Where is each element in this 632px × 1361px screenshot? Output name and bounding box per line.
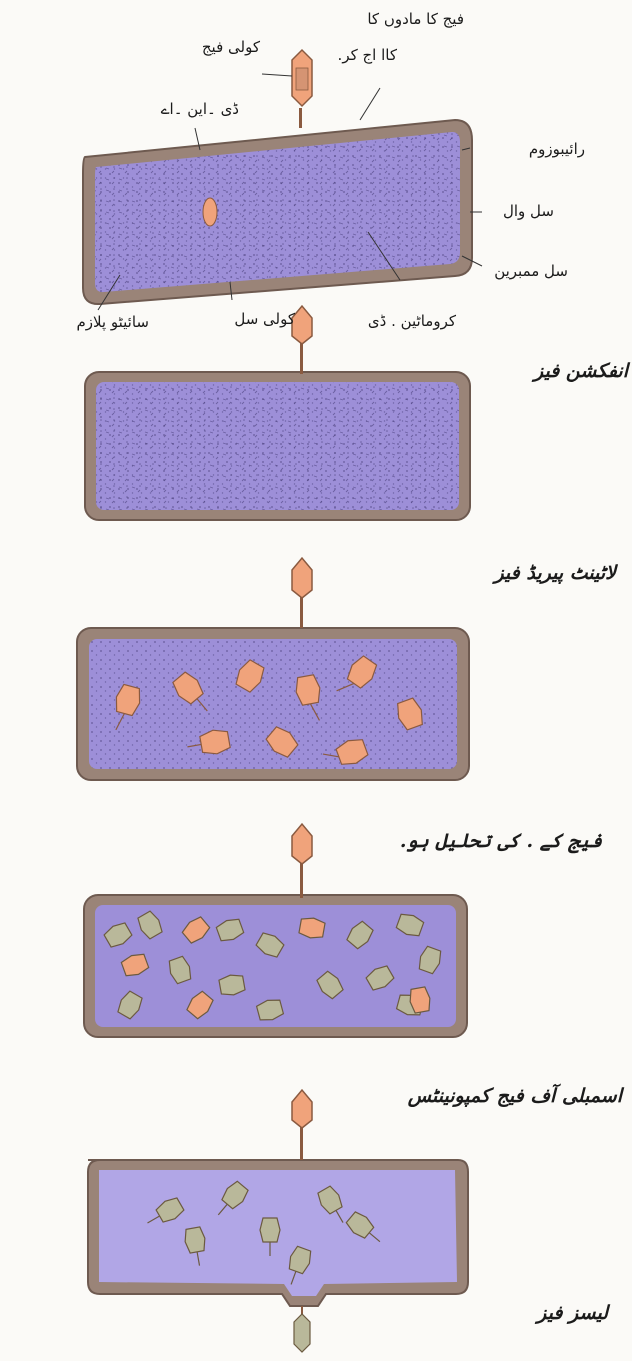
infecting-phage (292, 306, 312, 374)
cell-1-labelled (83, 120, 472, 304)
cell-4-dissolution (84, 824, 467, 1037)
cell-5-lysis (88, 1090, 468, 1352)
label-cell-wall: سل وال (503, 202, 554, 220)
stage-label-lysis: لیسز فیز (537, 1302, 608, 1325)
dissolution-phage (292, 824, 312, 898)
label-dna: ڈی ۔این ۔اے (161, 100, 239, 118)
label-cell-membrane: سل ممبرین (494, 262, 568, 280)
label-cytoplasm: سائیٹو پلازم (76, 313, 149, 331)
stage-label-dissolution: فیج کے . کی تحلیل ہو. (400, 830, 602, 853)
label-ribosome: رائیبوزوم (529, 140, 585, 158)
label-phage-material-2: کاا اج کر. (338, 46, 397, 64)
cell-2-infection (85, 306, 470, 520)
label-chromatin: کروماٹین . ڈی (368, 312, 456, 330)
label-phage-material: فیج کا مادوں کا (367, 10, 464, 28)
released-phage (294, 1306, 310, 1352)
cell-3-latent (77, 558, 469, 780)
stage-label-latent: لاٹینٹ پیریڈ فیز (494, 562, 616, 585)
chromatin-body (203, 198, 217, 226)
label-coli-cell: کولی سل (234, 310, 295, 328)
lysis-phage (292, 1090, 312, 1160)
stage-label-assembly: اسمبلی آف فیج کمپونینٹس (408, 1085, 622, 1108)
stage-label-infection: انفکشن فیز (534, 360, 628, 383)
label-coli-phage: کولی فیج (202, 38, 260, 56)
latent-phage (292, 558, 312, 628)
coli-phage-icon (292, 50, 312, 128)
